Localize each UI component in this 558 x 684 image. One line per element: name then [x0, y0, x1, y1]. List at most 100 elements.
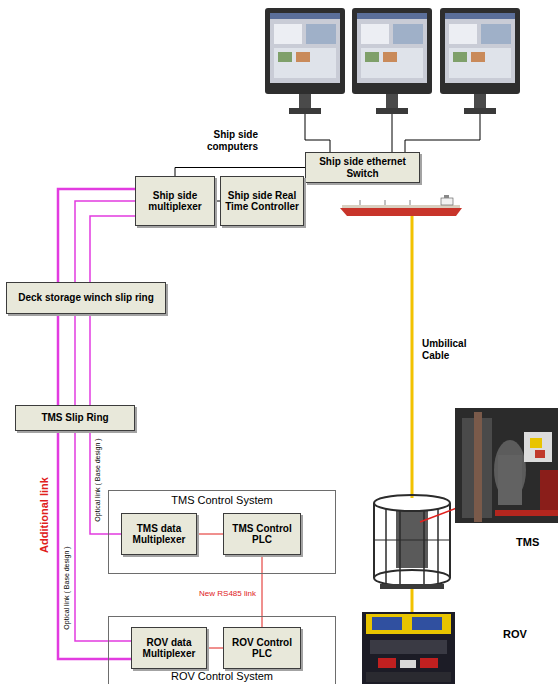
computer-group: Ship side computers: [262, 5, 522, 114]
monitor: [306, 24, 336, 44]
tms-photo: [474, 412, 482, 522]
monitor: [445, 13, 515, 83]
tms-photo: [498, 455, 522, 505]
monitor: [365, 52, 379, 62]
connector: [75, 201, 135, 282]
box-label: TMS data Multiplexer: [126, 523, 192, 546]
monitor: [357, 13, 427, 83]
rov-photo: [378, 658, 396, 668]
monitor: [453, 52, 467, 62]
ship-icon: [441, 198, 453, 205]
tms-cage: [380, 584, 444, 589]
box-label: TMS Slip Ring: [20, 412, 130, 424]
monitor: [449, 24, 477, 44]
tms-cage: [374, 495, 450, 511]
plc-box: TMS Control PLC: [223, 513, 301, 555]
monitor: [357, 13, 427, 19]
tms-photo: [530, 438, 542, 448]
slip-ring-box: TMS Slip Ring: [15, 405, 135, 431]
link-label: Optical link ( Base design ): [94, 438, 102, 521]
rov-photo: [400, 660, 416, 668]
monitor: [270, 13, 340, 19]
rov-photo: [370, 640, 447, 654]
link-label: New RS485 link: [199, 589, 256, 598]
connector: [175, 168, 305, 177]
rov-photo: [412, 617, 442, 630]
tms-photo: [524, 432, 552, 462]
monitor: [386, 94, 398, 108]
monitor: [352, 8, 432, 94]
monitor: [289, 108, 321, 114]
rov-photo: [362, 612, 455, 684]
system-group: TMS Control SystemTMS data Multiplexer TM…: [108, 490, 336, 574]
tms-photo: [455, 408, 558, 523]
tms-photo: [535, 450, 545, 458]
box-label: Deck storage winch slip ring: [11, 292, 161, 304]
tms-photo: [540, 470, 558, 510]
tms-cage: [423, 511, 425, 586]
rov-photo: [372, 617, 402, 630]
monitor: [440, 8, 520, 114]
monitor: [449, 48, 511, 78]
monitor: [299, 94, 311, 108]
monitor: [278, 52, 292, 62]
monitor: [474, 94, 486, 108]
monitor: [481, 24, 511, 44]
tms-photo: [495, 510, 558, 516]
link-label: Additional link: [38, 477, 51, 553]
ship-icon: [360, 200, 361, 205]
switch-box: Ship side ethernet Switch: [305, 152, 420, 183]
tms-cage: [396, 510, 428, 568]
ship-icon: [410, 200, 411, 205]
monitor: [376, 108, 408, 114]
plc-box: ROV Control PLC: [223, 627, 301, 669]
multiplexer-box: ROV data Multiplexer: [131, 627, 207, 669]
monitor: [361, 24, 389, 44]
connector: [392, 114, 393, 152]
ship-icon: [385, 200, 386, 205]
tms-cage: [437, 509, 439, 584]
rov-photo: [366, 672, 451, 682]
ship-icon: [444, 195, 449, 198]
connector: [89, 314, 91, 405]
monitor: [270, 13, 340, 83]
rov-photo: [366, 614, 451, 634]
monitor: [361, 48, 423, 78]
ship-icon: [342, 205, 460, 208]
tms-photo: [455, 408, 558, 523]
tms-cage: [399, 511, 401, 586]
link-label: Optical link ( Base design ): [63, 546, 71, 629]
monitor: [464, 108, 496, 114]
connector: [207, 648, 223, 649]
multiplexer-box: Ship side multiplexer: [135, 176, 215, 226]
monitor: [471, 52, 485, 62]
umbilical-cable: [411, 216, 414, 498]
ethernet-wire: [405, 114, 480, 152]
monitor: [296, 52, 310, 62]
monitor: [352, 8, 432, 114]
monitor: [445, 13, 515, 19]
part-label: Umbilical Cable: [422, 338, 474, 361]
box-label: ROV Control PLC: [228, 637, 296, 660]
connector: [90, 431, 121, 534]
connector: [58, 189, 135, 282]
box-label: Ship side ethernet Switch: [310, 156, 415, 179]
slip-ring-box: Deck storage winch slip ring: [6, 282, 166, 314]
box-label: ROV data Multiplexer: [136, 637, 202, 660]
connector: [197, 534, 223, 535]
ethernet-wire: [305, 114, 330, 152]
tms-cage: [385, 509, 387, 584]
box-label: Ship side Real Time Controller: [225, 190, 299, 213]
monitor: [440, 8, 520, 94]
box-label: Ship side multiplexer: [140, 190, 210, 213]
rov-photo: [362, 612, 455, 684]
ship-icon: [340, 208, 462, 216]
group-heading: TMS Control System: [109, 494, 335, 507]
monitor: [274, 48, 336, 78]
group-heading: ROV Control System: [109, 670, 335, 683]
system-group: ROV Control System ROV data Multiplexer RO…: [108, 616, 336, 684]
controller-box: Ship side Real Time Controller: [220, 176, 304, 226]
